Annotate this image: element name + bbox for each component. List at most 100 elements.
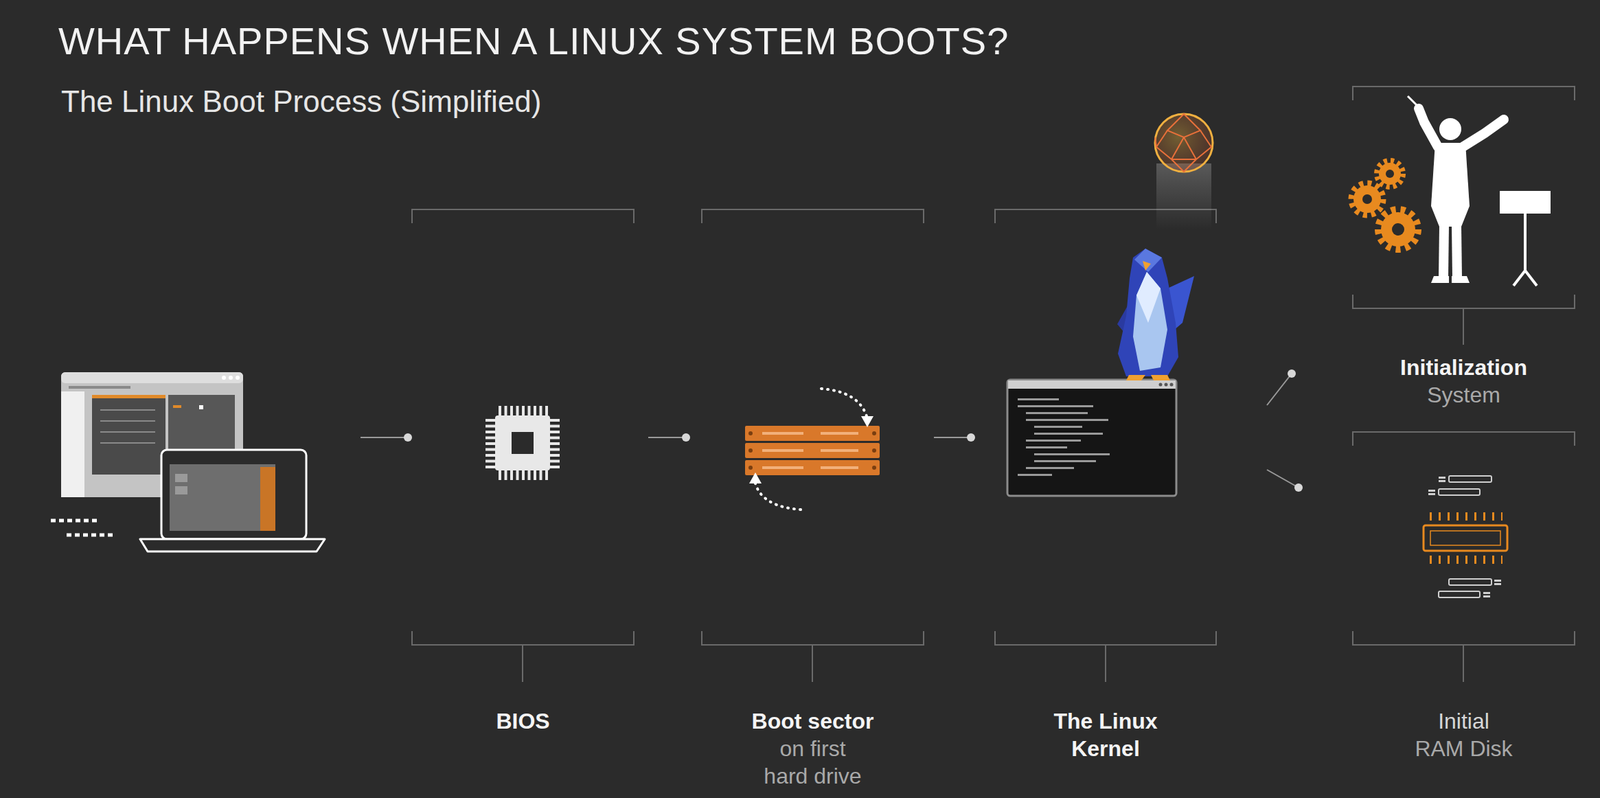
conductor-arm [1418, 108, 1438, 147]
subtitle: The Linux Boot Process (Simplified) [61, 83, 542, 121]
window-titlebar [61, 372, 244, 384]
gear-teeth [1351, 183, 1384, 215]
penguin-belly [1133, 271, 1168, 371]
penguin-head [1134, 248, 1162, 272]
window-line [100, 442, 156, 444]
rotate-arrow [821, 388, 867, 417]
laptop-tile [175, 486, 188, 495]
connector-dot [966, 433, 976, 442]
kernel-illustration [1007, 113, 1213, 496]
stage-detail: System [1426, 381, 1501, 409]
stand-pole [1523, 213, 1527, 272]
connector-dot [681, 433, 691, 442]
dash-line [50, 519, 99, 523]
sector-mark [762, 449, 804, 452]
connector-line [933, 436, 971, 439]
sector-bar [745, 460, 880, 476]
stage-node: Boot sectoron first hard drive [696, 209, 930, 793]
window-dot [235, 375, 240, 380]
connector-dot [1287, 369, 1296, 378]
stage-label: InitialRAM Disk [1347, 707, 1581, 763]
stage-node: InitializationSystem [1347, 86, 1581, 417]
ram-dash [1438, 480, 1446, 483]
window-line [68, 385, 131, 389]
window-sidebar [61, 391, 85, 498]
gear-teeth [1378, 209, 1419, 250]
bottom-bracket [995, 631, 1217, 682]
boot-sector-icon [745, 388, 880, 510]
ram-dash [1483, 591, 1491, 594]
code-line [1025, 412, 1088, 415]
code-line [1034, 453, 1110, 456]
laptop-accent [260, 466, 276, 531]
line-dot [403, 433, 413, 442]
code-line [1034, 425, 1083, 428]
chip-pins [498, 470, 548, 480]
top-bracket [701, 209, 924, 224]
sector-bar [745, 442, 880, 459]
penguin-belly [1136, 271, 1161, 323]
code-line [1025, 446, 1068, 449]
stage-name: The Linux Kernel [1040, 707, 1171, 763]
stage-name: Initialization [1400, 353, 1528, 382]
terminal-dot [1170, 383, 1174, 387]
connector-dot [1294, 483, 1303, 492]
connector [933, 433, 976, 442]
window-accent [92, 394, 166, 399]
computer-illustration [50, 372, 325, 552]
code-line [1025, 439, 1081, 442]
connector-line [1266, 373, 1292, 406]
conductor-shoe [1451, 276, 1470, 283]
rotate-arrowhead [861, 416, 874, 428]
terminal-titlebar [1008, 380, 1176, 389]
terminal-dot [1159, 383, 1163, 387]
window-dot [228, 375, 233, 380]
connector [1266, 369, 1296, 406]
ram-bar [1438, 591, 1480, 598]
stand-leg [1525, 270, 1537, 286]
sector-dot [748, 448, 753, 453]
sector-mark [820, 449, 859, 452]
code-line [1034, 432, 1103, 435]
geodesic-sphere [1155, 113, 1213, 172]
sphere-mesh [1155, 113, 1212, 172]
connector-line [1266, 469, 1299, 488]
code-line [1034, 460, 1096, 463]
window-dot [199, 405, 204, 410]
conductor-head [1439, 118, 1462, 141]
gear-teeth [1376, 160, 1403, 187]
terminal-window [1007, 379, 1177, 496]
connector-line [648, 436, 687, 439]
terminal-dot [1164, 383, 1169, 387]
sector-dot [872, 465, 877, 470]
conductor-shoe [1431, 276, 1449, 283]
laptop-panel [169, 464, 276, 531]
chip-pins [498, 405, 548, 416]
sector-dot [872, 448, 877, 453]
conductor-arm [1462, 119, 1504, 147]
ram-bar [1438, 488, 1480, 496]
sector-mark [762, 431, 804, 435]
sector-dot [748, 431, 753, 436]
baton [1407, 96, 1418, 106]
top-bracket [412, 209, 634, 224]
penguin-foot [1126, 374, 1146, 381]
bottom-bracket [701, 631, 924, 682]
code-line [1025, 466, 1074, 470]
stage-name: BIOS [495, 707, 550, 735]
ram-bar [1448, 578, 1492, 586]
stage-label: Boot sectoron first hard drive [696, 707, 930, 790]
top-bracket [1352, 86, 1575, 101]
stage-node: The Linux Kernel [989, 209, 1222, 773]
window-panel-right [168, 394, 235, 450]
stage-name: Initial [1437, 707, 1490, 735]
ram-bar [1448, 475, 1492, 483]
stage-node: InitialRAM Disk [1347, 431, 1581, 773]
laptop-screen [161, 449, 307, 540]
ram-dash [1494, 583, 1502, 586]
window-content [92, 394, 166, 475]
start-line [360, 436, 408, 439]
